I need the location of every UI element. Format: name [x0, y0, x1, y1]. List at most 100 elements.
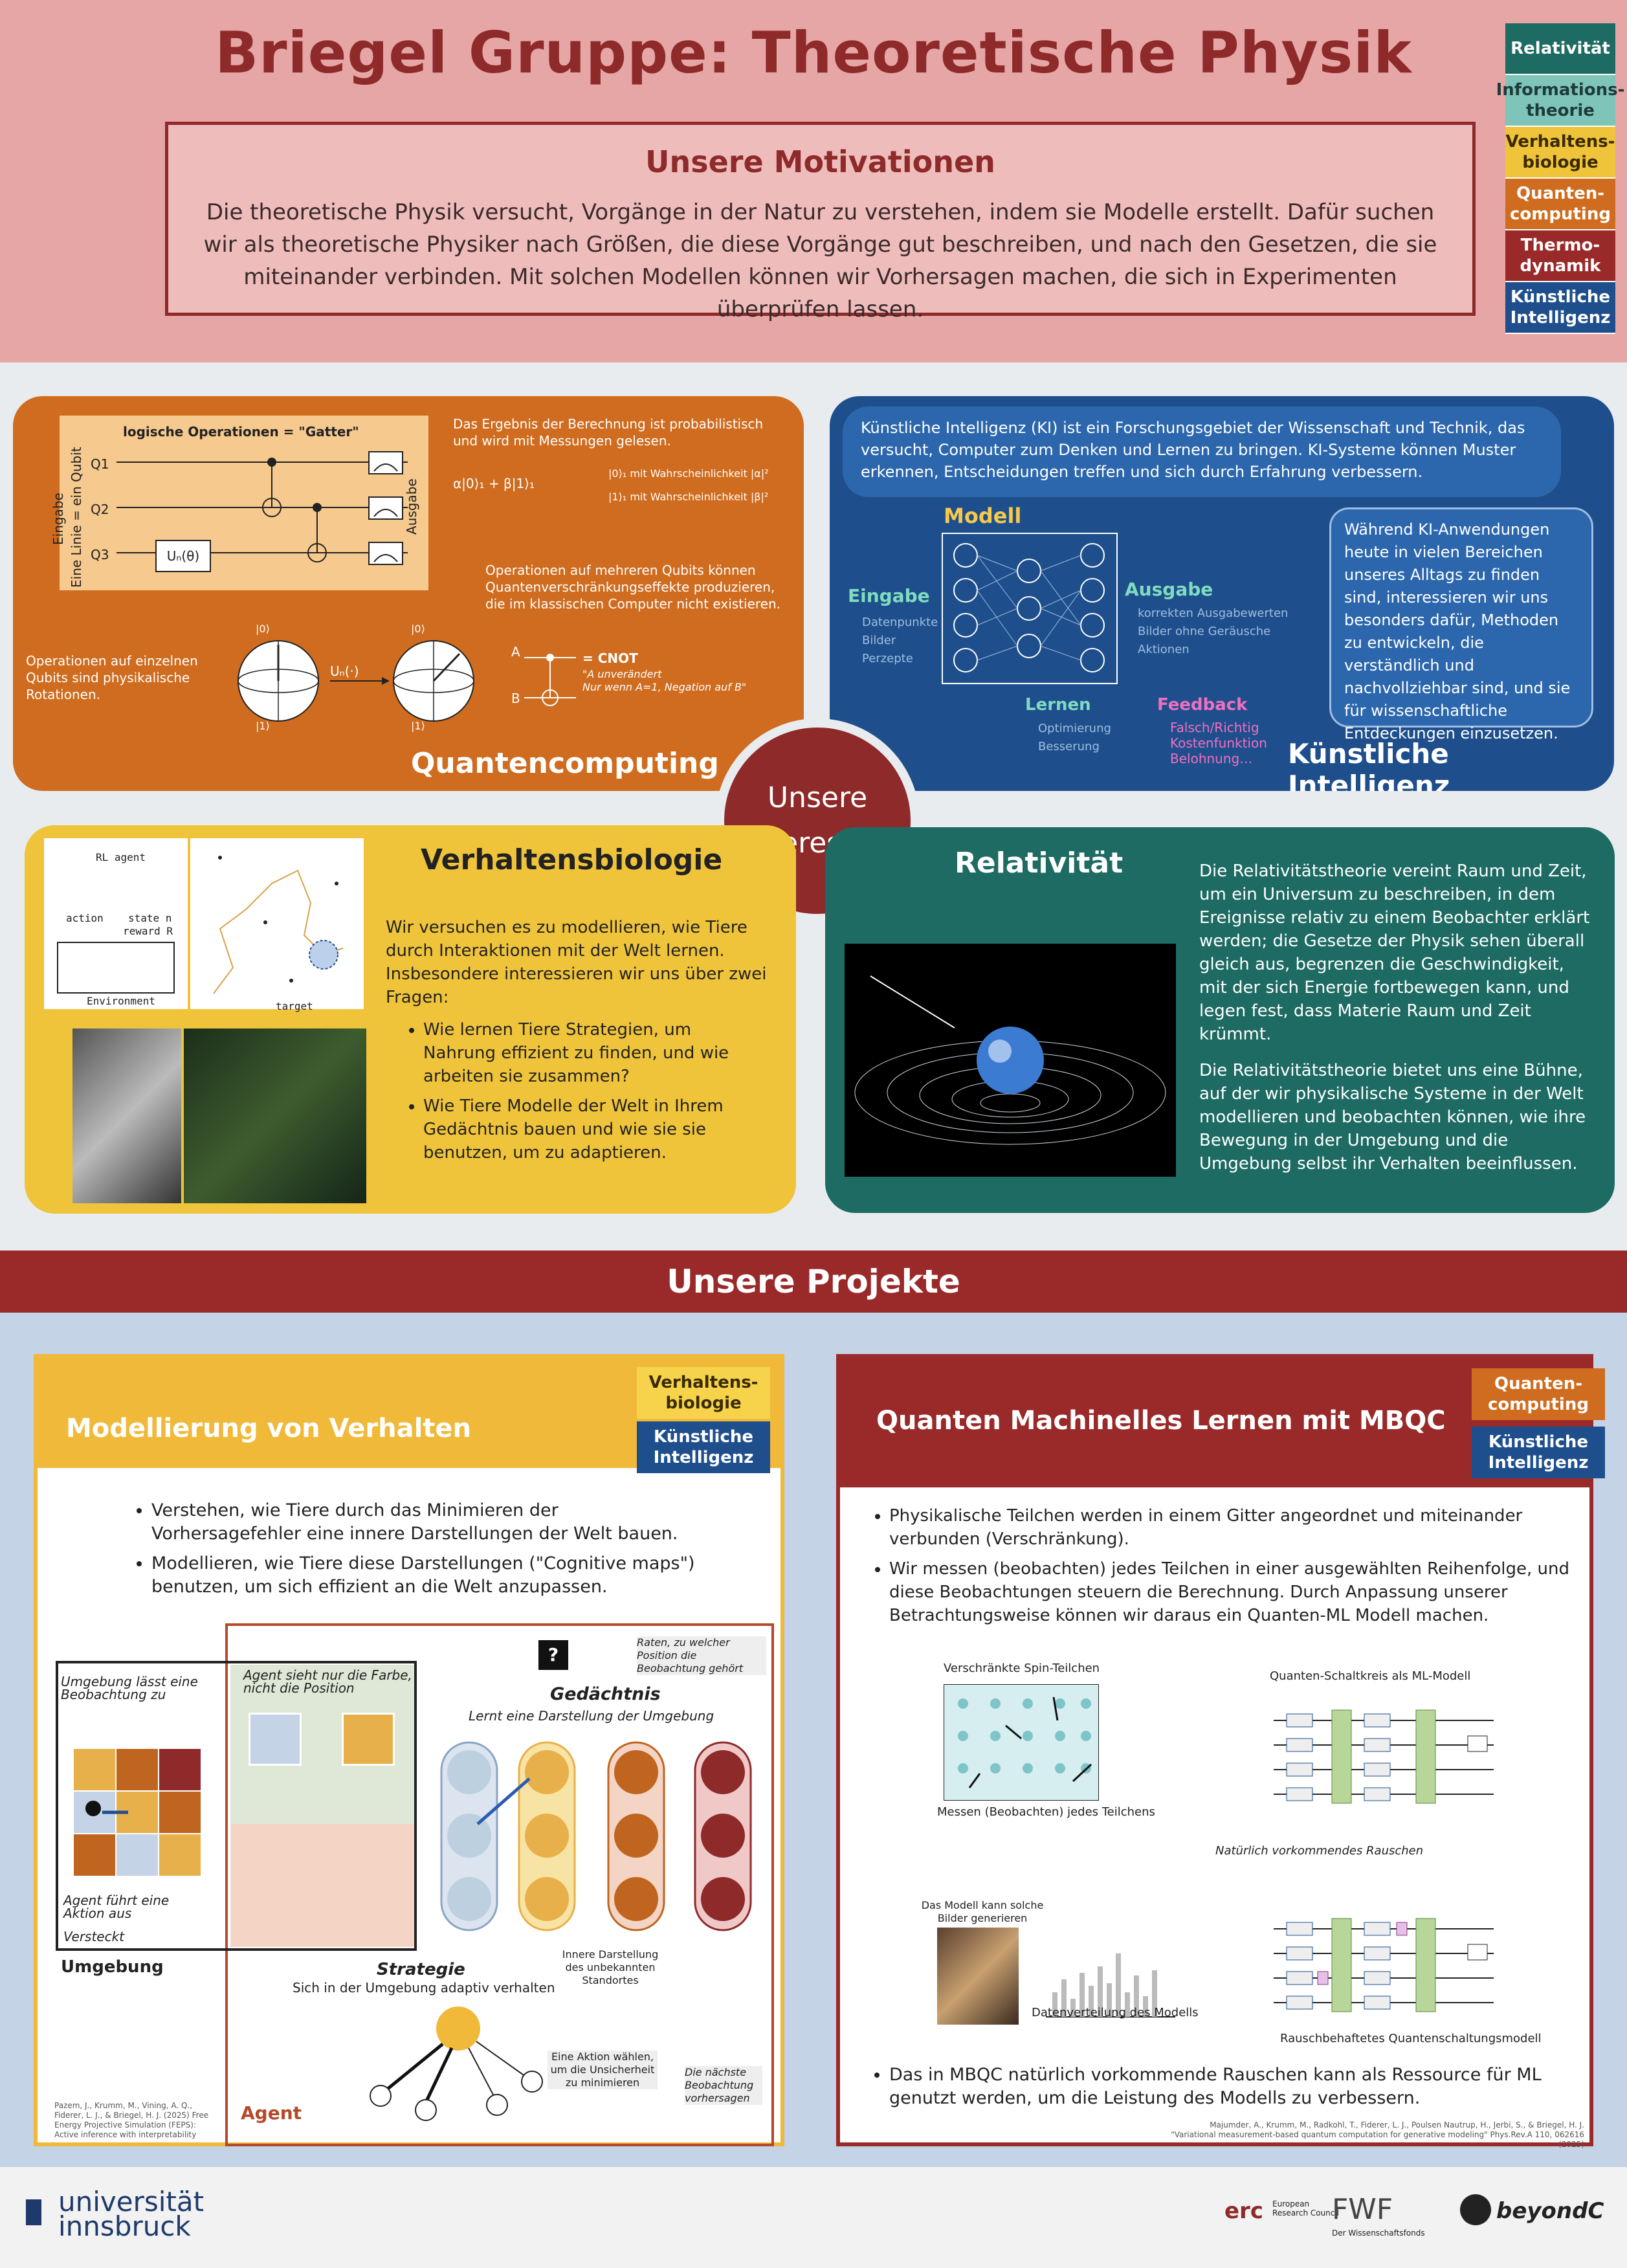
- ai-highlight-box: Während KI-Anwendungen heute in vielen B…: [1329, 507, 1593, 742]
- bloch-spheres: [238, 640, 474, 722]
- project-quantum-ml-bullets: Physikalische Teilchen werden in einem G…: [866, 1504, 1578, 1634]
- single-qubit-text: Operationen auf einzelnen Qubits sind ph…: [26, 653, 198, 702]
- behavioral-biology-title: Verhaltensbiologie: [421, 843, 723, 876]
- neural-network-diagram: [942, 533, 1118, 684]
- project-behavior-reference: Pazem, J., Krumm, M., Vining, A. Q., Fid…: [54, 2101, 209, 2139]
- legend-relativity: Relativität: [1505, 23, 1615, 75]
- behavior-questions: Wie lernen Tiere Strategien, um Nahrung …: [400, 1018, 769, 1171]
- strategy-label: Strategie: [377, 1960, 465, 1979]
- quantum-circuit-diagram: [116, 451, 408, 565]
- quantum-computing-panel: logische Operationen = "Gatter" Q1 Q2 Q3…: [13, 396, 804, 791]
- agent-acts-label: Agent führt eine Aktion aus: [63, 1893, 170, 1921]
- artificial-intelligence-panel: Künstliche Intelligenz (KI) ist ein Fors…: [830, 396, 1614, 791]
- input-item: Perzepte: [862, 652, 913, 665]
- choose-action-label: Eine Aktion wählen, um die Unsicherheit …: [548, 2051, 658, 2089]
- measure-label: Messen (Beobachten) jedes Teilchens: [937, 1805, 1155, 1819]
- university-name-line-1: universität: [58, 2186, 205, 2218]
- relativity-paragraph-1: Die Relativitätstheorie vereint Raum und…: [1199, 862, 1590, 1044]
- relativity-paragraph-2: Die Relativitätstheorie bietet uns eine …: [1199, 1061, 1586, 1173]
- multi-qubit-text: Operationen auf mehreren Qubits können Q…: [485, 562, 781, 612]
- circuit-label: Quanten-Schaltkreis als ML-Modell: [1270, 1669, 1471, 1683]
- behavior-intro: Wir versuchen es zu modellieren, wie Tie…: [386, 918, 767, 1007]
- cnot-a-label: A: [511, 644, 520, 660]
- measure-text: Das Ergebnis der Berechnung ist probabil…: [453, 416, 764, 449]
- gate-u: Uₙ(θ): [155, 540, 211, 572]
- ai-intro-text: Künstliche Intelligenz (KI) ist ein Fors…: [861, 419, 1525, 481]
- fwf-logo: FWF: [1332, 2193, 1393, 2226]
- input-title: Eingabe: [848, 585, 930, 606]
- qubit-label: Eine Linie = ein Qubit: [69, 447, 84, 588]
- feedback-item: Falsch/Richtig: [1170, 720, 1259, 735]
- rl-environment-label: Environment: [87, 995, 155, 1007]
- environment-frame: [56, 1661, 417, 1951]
- animal-photo: [72, 1028, 181, 1203]
- legend-behavioral-biology: Verhaltens-biologie: [1505, 127, 1615, 179]
- quantum-circuit-model: [1274, 1709, 1494, 1804]
- target-label: target: [276, 1000, 313, 1012]
- behavior-question-2: Wie Tiere Modelle der Welt in Ihrem Gedä…: [423, 1095, 769, 1164]
- project-quantum-ml-conclusion: Das in MBQC natürlich vorkommende Rausch…: [866, 2063, 1578, 2117]
- poster-title: Briegel Gruppe: Theoretische Physik: [215, 19, 1412, 86]
- project-quantum-ml-title: Quanten Machinelles Lernen mit MBQC: [876, 1406, 1446, 1436]
- project-quantum-ml-header: [840, 1358, 1589, 1487]
- beyondc-logo-mark: [1460, 2194, 1491, 2225]
- agent-label: Agent: [241, 2102, 302, 2124]
- project-quantum-ml: Quanten Machinelles Lernen mit MBQC Quan…: [836, 1354, 1605, 2149]
- bloch-ket1-b: |1⟩: [411, 720, 425, 732]
- output-item: Bilder ohne Geräusche: [1138, 625, 1271, 638]
- motivation-title: Unsere Motivationen: [645, 144, 995, 179]
- noise-label: Natürlich vorkommendes Rauschen: [1215, 1844, 1424, 1858]
- outcome-0: |0⟩₁ mit Wahrscheinlichkeit |α|²: [608, 467, 769, 480]
- rl-reward-label: reward R: [123, 925, 173, 937]
- tag-artificial-intelligence: Künstliche Intelligenz: [1472, 1427, 1605, 1478]
- input-label: Eingabe: [50, 493, 66, 545]
- university-name-line-2: innsbruck: [58, 2210, 191, 2242]
- output-item: korrekten Ausgabewerten: [1138, 606, 1289, 620]
- memory-sub-label: Lernt eine Darstellung der Umgebung: [469, 1708, 714, 1724]
- tag-quantum-computing: Quanten-computing: [1472, 1368, 1605, 1420]
- strategy-tree: [370, 2007, 543, 2121]
- rl-state-label: state n: [128, 912, 172, 924]
- q1-label: Q1: [91, 456, 109, 472]
- interests-line-1: Unsere: [767, 781, 868, 814]
- cnot-note-1: "A unverändert: [582, 668, 662, 680]
- q3-label: Q3: [91, 547, 109, 562]
- bloch-ket0-a: |0⟩: [256, 623, 270, 635]
- rotation-label: Uₙ(·): [330, 663, 359, 679]
- trajectory-plot: [213, 856, 344, 994]
- predict-next-label: Die nächste Beobachtung vorhersagen: [685, 2066, 762, 2105]
- motivation-box: Unsere Motivationen Die theoretische Phy…: [165, 122, 1476, 322]
- rl-agent-label: RL agent: [96, 851, 146, 863]
- agent-frame: [225, 1623, 774, 2146]
- rl-diagram-box: [44, 838, 188, 1009]
- noisy-circuit-label: Rauschbehaftetes Quantenschaltungsmodell: [1280, 2032, 1542, 2045]
- topic-legend: Relativität Informations-theorie Verhalt…: [1496, 23, 1624, 334]
- fwf-subtitle: Der Wissenschaftsfonds: [1332, 2229, 1425, 2238]
- memory-label: Gedächtnis: [550, 1684, 661, 1704]
- inner-representation-label: Innere Darstellung des unbekannten Stand…: [562, 1948, 659, 1986]
- poster-footer: universität innsbruck erc European Resea…: [0, 2167, 1627, 2268]
- project-behavior-title: Modellierung von Verhalten: [66, 1414, 472, 1443]
- learn-item: Optimierung: [1038, 722, 1111, 735]
- ai-intro-box: Künstliche Intelligenz (KI) ist ein Fors…: [843, 406, 1561, 497]
- feedback-title: Feedback: [1157, 695, 1248, 715]
- tag-artificial-intelligence: Künstliche Intelligenz: [637, 1421, 770, 1473]
- relativity-panel: Relativität Die Relativitätstheorie vere…: [825, 827, 1615, 1213]
- cnot-note-2: Nur wenn A=1, Negation auf B": [582, 681, 747, 693]
- relativity-title: Relativität: [955, 847, 1123, 880]
- ai-highlight-text: Während KI-Anwendungen heute in vielen B…: [1344, 520, 1571, 742]
- noisy-circuit-model: [1274, 1918, 1494, 2012]
- rl-action-label: action: [66, 912, 104, 924]
- project-quantum-ml-bullet-2: Wir messen (beobachten) jedes Teilchen i…: [889, 1557, 1578, 1627]
- legend-thermodynamics: Thermo-dynamik: [1505, 230, 1615, 282]
- memory-columns: [440, 1741, 752, 1931]
- trajectory-box: [190, 838, 364, 1009]
- agent-sees-label: Agent sieht nur die Farbe, nicht die Pos…: [243, 1667, 412, 1696]
- cnot-label: = CNOT: [582, 650, 638, 666]
- project-behavior-model: Modellierung von Verhalten Verhaltens-bi…: [34, 1354, 784, 2146]
- project-behavior-bullet-1: Verstehen, wie Tiere durch das Minimiere…: [151, 1499, 711, 1546]
- circuit-box: [60, 416, 428, 590]
- project-quantum-ml-bullet-3: Das in MBQC natürlich vorkommende Rausch…: [889, 2063, 1578, 2110]
- feedback-item: Belohnung…: [1170, 751, 1253, 766]
- behavioral-biology-panel: RL agent action state n reward R Environ…: [25, 825, 796, 1214]
